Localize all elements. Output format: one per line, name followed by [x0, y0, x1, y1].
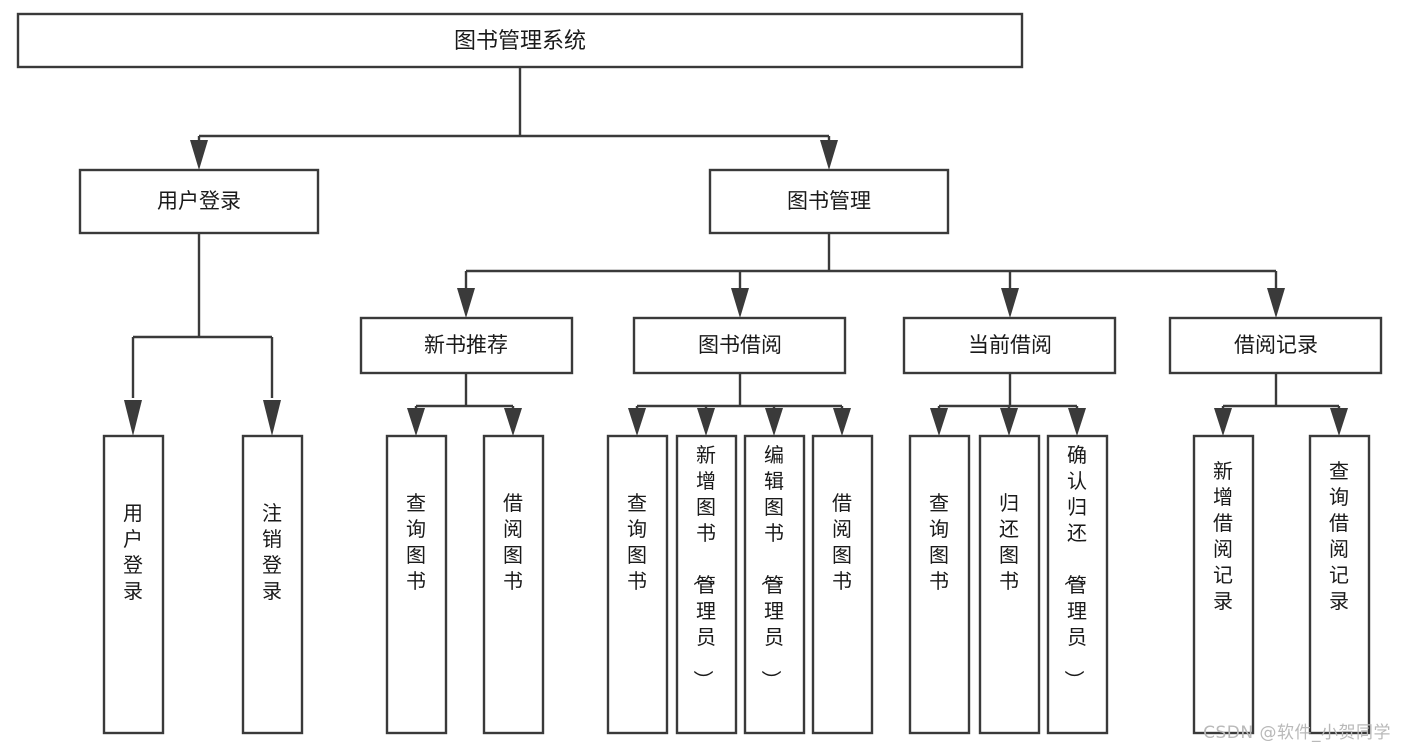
arrow-head-leaf-logout-login [263, 400, 281, 436]
leaf-query-book-3[interactable]: 查询图书 [908, 434, 971, 735]
node-book-borrow-box[interactable] [632, 316, 847, 375]
node-borrow-record[interactable]: 借阅记录 [1168, 316, 1383, 375]
leaf-edit-book-label: 编辑图书（管理员） [759, 443, 784, 690]
leaf-return-book[interactable]: 归还图书 [978, 434, 1041, 735]
node-user-login-box[interactable] [78, 168, 320, 235]
leaf-edit-book[interactable]: 编辑图书（管理员） [743, 434, 806, 735]
leaf-query-book-2-label: 查询图书 [627, 491, 647, 593]
leaf-confirm-return[interactable]: 确认归还（管理员） [1046, 434, 1109, 735]
node-new-book-recommend-box[interactable] [359, 316, 574, 375]
leaf-query-record-box[interactable] [1308, 434, 1371, 735]
leaf-query-book-3-label: 查询图书 [929, 491, 949, 593]
node-root[interactable]: 图书管理系统 [16, 12, 1024, 69]
leaf-query-book-2-box[interactable] [606, 434, 669, 735]
node-user-login[interactable]: 用户登录 [78, 168, 320, 235]
connector-layer [124, 67, 1348, 436]
arrow-head-user-login [190, 140, 208, 170]
leaf-logout-login-label: 注销登录 [262, 501, 282, 603]
node-user-login-label: 用户登录 [157, 189, 241, 213]
node-current-borrow-box[interactable] [902, 316, 1117, 375]
arrow-head-leaf-add-record [1214, 408, 1232, 436]
arrow-head-borrow-record [1267, 288, 1285, 318]
leaf-logout-login[interactable]: 注销登录 [241, 434, 304, 735]
arrow-head-book-management [820, 140, 838, 170]
arrow-head-leaf-borrow-book-2 [833, 408, 851, 436]
leaf-query-book-1-label: 查询图书 [406, 491, 426, 593]
leaf-return-book-label: 归还图书 [999, 491, 1019, 593]
node-root-box[interactable] [16, 12, 1024, 69]
node-book-borrow-label: 图书借阅 [698, 333, 782, 357]
arrow-head-book-borrow [731, 288, 749, 318]
node-new-book-recommend[interactable]: 新书推荐 [359, 316, 574, 375]
leaf-user-login-label: 用户登录 [123, 501, 143, 603]
leaf-user-login[interactable]: 用户登录 [102, 434, 165, 735]
leaf-borrow-book-2-box[interactable] [811, 434, 874, 735]
arrow-head-leaf-confirm-return [1068, 408, 1086, 436]
node-current-borrow-label: 当前借阅 [968, 333, 1052, 357]
leaf-query-record[interactable]: 查询借阅记录 [1308, 434, 1371, 735]
arrow-head-leaf-query-book-1 [407, 408, 425, 436]
arrow-head-current-borrow [1001, 288, 1019, 318]
arrow-head-leaf-return-book [1000, 408, 1018, 436]
leaf-add-book[interactable]: 新增图书（管理员） [675, 434, 738, 735]
node-book-borrow[interactable]: 图书借阅 [632, 316, 847, 375]
leaf-query-book-1-box[interactable] [385, 434, 448, 735]
leaf-add-record[interactable]: 新增借阅记录 [1192, 434, 1255, 735]
leaf-return-book-box[interactable] [978, 434, 1041, 735]
leaf-query-record-label: 查询借阅记录 [1329, 459, 1349, 613]
leaf-user-login-box[interactable] [102, 434, 165, 735]
leaf-borrow-book-2-label: 借阅图书 [832, 491, 852, 593]
arrow-head-leaf-query-book-2 [628, 408, 646, 436]
arrow-head-leaf-query-book-3 [930, 408, 948, 436]
arrow-head-leaf-user-login [124, 400, 142, 436]
leaf-confirm-return-label: 确认归还（管理员） [1062, 443, 1087, 690]
arrow-head-leaf-borrow-book-1 [504, 408, 522, 436]
leaf-add-record-box[interactable] [1192, 434, 1255, 735]
leaf-edit-book-box[interactable] [743, 434, 806, 735]
leaf-borrow-book-1-label: 借阅图书 [503, 491, 523, 593]
node-book-management-label: 图书管理 [787, 189, 871, 213]
node-root-label: 图书管理系统 [454, 29, 586, 54]
leaf-add-book-box[interactable] [675, 434, 738, 735]
leaf-borrow-book-1[interactable]: 借阅图书 [482, 434, 545, 735]
leaf-add-book-label: 新增图书（管理员） [691, 443, 716, 690]
leaf-logout-login-box[interactable] [241, 434, 304, 735]
arrow-head-leaf-query-record [1330, 408, 1348, 436]
arrow-head-leaf-edit-book [765, 408, 783, 436]
arrow-head-leaf-add-book [697, 408, 715, 436]
leaf-confirm-return-box[interactable] [1046, 434, 1109, 735]
leaf-borrow-book-2[interactable]: 借阅图书 [811, 434, 874, 735]
leaf-query-book-2[interactable]: 查询图书 [606, 434, 669, 735]
node-book-management[interactable]: 图书管理 [708, 168, 950, 235]
node-current-borrow[interactable]: 当前借阅 [902, 316, 1117, 375]
node-book-management-box[interactable] [708, 168, 950, 235]
arrow-head-new-book-recommend [457, 288, 475, 318]
leaf-query-book-1[interactable]: 查询图书 [385, 434, 448, 735]
leaf-borrow-book-1-box[interactable] [482, 434, 545, 735]
leaf-add-record-label: 新增借阅记录 [1213, 459, 1233, 613]
csdn-watermark: CSDN @软件_小贺同学 [1203, 723, 1391, 743]
node-new-book-recommend-label: 新书推荐 [424, 333, 508, 357]
leaf-query-book-3-box[interactable] [908, 434, 971, 735]
node-borrow-record-label: 借阅记录 [1234, 333, 1318, 357]
node-borrow-record-box[interactable] [1168, 316, 1383, 375]
